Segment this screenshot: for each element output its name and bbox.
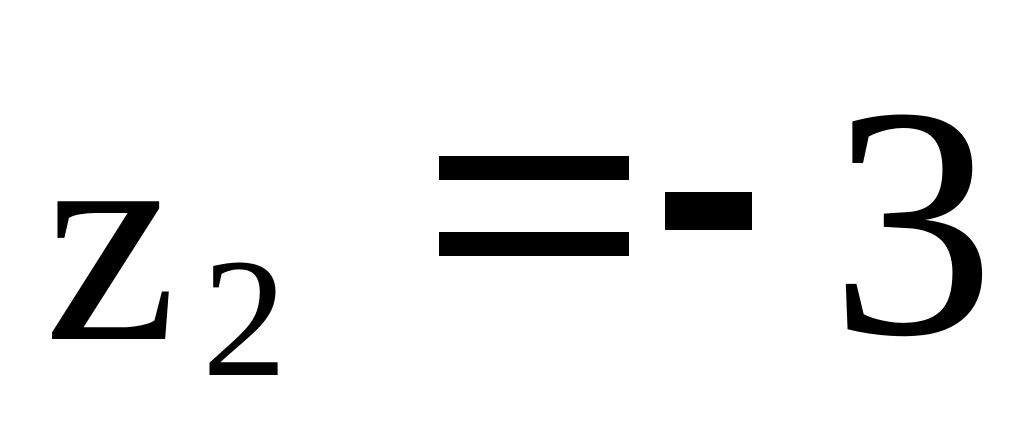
minus-sign <box>665 192 752 230</box>
equals-sign-bottom-bar <box>439 232 629 256</box>
equals-sign-top-bar <box>439 156 629 180</box>
subscript-2: 2 <box>202 224 287 412</box>
variable-z: z <box>44 72 178 404</box>
value-3: 3 <box>830 40 995 405</box>
